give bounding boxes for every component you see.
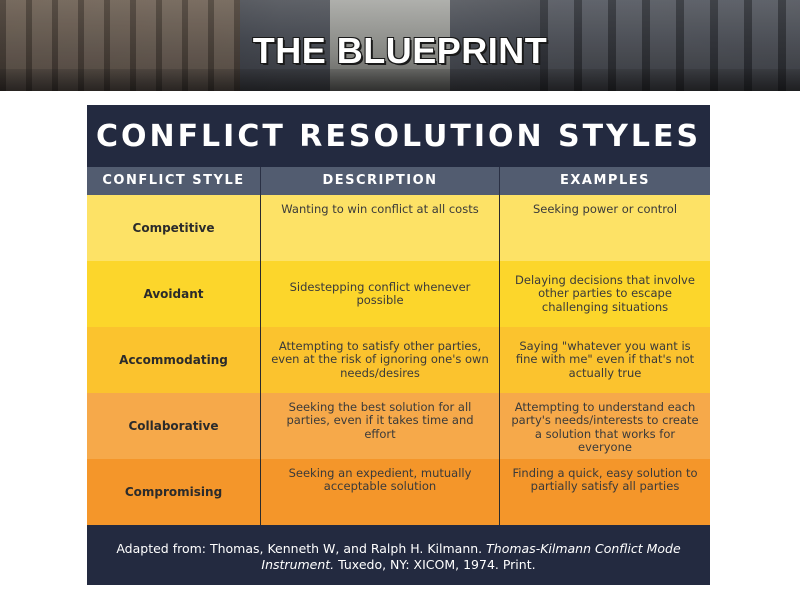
style-example: Finding a quick, easy solution to partia… <box>499 459 710 525</box>
header-banner: THE BLUEPRINT <box>0 0 800 91</box>
table-row: Collaborative Seeking the best solution … <box>87 393 710 459</box>
table-row: Compromising Seeking an expedient, mutua… <box>87 459 710 525</box>
table-row: Competitive Wanting to win conflict at a… <box>87 195 710 261</box>
conflict-styles-card: CONFLICT RESOLUTION STYLES CONFLICT STYL… <box>87 105 710 585</box>
style-name: Accommodating <box>119 352 228 367</box>
style-description: Seeking the best solution for all partie… <box>260 393 499 459</box>
banner-title: THE BLUEPRINT <box>252 30 548 71</box>
style-name: Compromising <box>124 484 223 499</box>
table-header: CONFLICT STYLE DESCRIPTION EXAMPLES <box>87 167 710 195</box>
table-row: Avoidant Sidestepping conflict whenever … <box>87 261 710 327</box>
column-header-style: CONFLICT STYLE <box>102 173 245 188</box>
citation-prefix: Adapted from: Thomas, Kenneth W, and Ral… <box>116 541 483 556</box>
citation-footer: Adapted from: Thomas, Kenneth W, and Ral… <box>87 525 710 585</box>
hallway-photo-floor <box>0 69 800 91</box>
column-header-examples: EXAMPLES <box>499 167 710 195</box>
style-example: Seeking power or control <box>499 195 710 261</box>
style-name: Avoidant <box>143 286 204 301</box>
style-description: Wanting to win conflict at all costs <box>260 195 499 261</box>
style-example: Attempting to understand each party's ne… <box>499 393 710 459</box>
style-example: Delaying decisions that involve other pa… <box>499 261 710 327</box>
style-example: Saying "whatever you want is fine with m… <box>499 327 710 393</box>
style-description: Attempting to satisfy other parties, eve… <box>260 327 499 393</box>
style-name: Competitive <box>132 220 215 235</box>
citation-suffix: Tuxedo, NY: XICOM, 1974. Print. <box>338 557 536 573</box>
card-title: CONFLICT RESOLUTION STYLES <box>95 119 702 154</box>
style-name: Collaborative <box>128 418 219 433</box>
column-header-description: DESCRIPTION <box>260 167 499 195</box>
citation-title: Thomas-Kilmann Conflict Mode Instrument. <box>261 541 681 573</box>
style-description: Sidestepping conflict whenever possible <box>260 261 499 327</box>
table-row: Accommodating Attempting to satisfy othe… <box>87 327 710 393</box>
style-description: Seeking an expedient, mutually acceptabl… <box>260 459 499 525</box>
table-body: Competitive Wanting to win conflict at a… <box>87 195 710 525</box>
